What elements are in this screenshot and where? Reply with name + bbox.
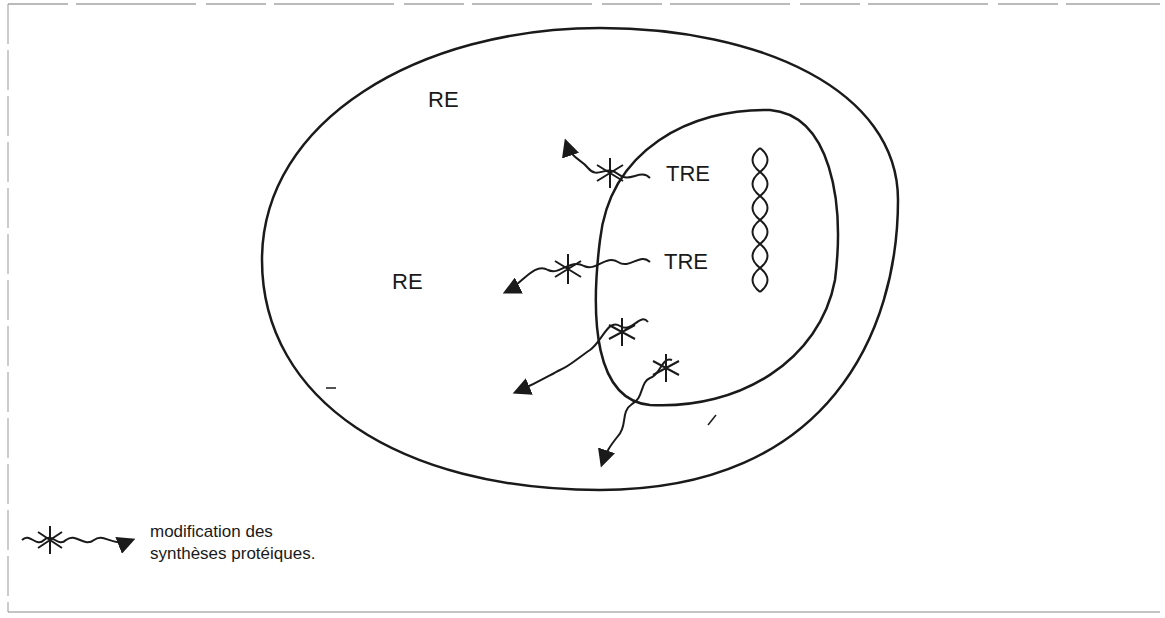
outline-shape: [262, 25, 902, 493]
dna-helix: [753, 148, 768, 292]
legend-text: modification des synthèses protéiques.: [150, 521, 345, 565]
frame-line: [8, 612, 1160, 613]
membrane: [596, 110, 838, 405]
legend-symbol: [22, 526, 132, 554]
outline-shape: [585, 105, 847, 410]
frame-line: [8, 4, 1160, 5]
modification-star: [555, 158, 679, 382]
mark: [326, 387, 336, 389]
membrane: [262, 28, 898, 490]
nucleus-outline: TRE TRE: [585, 105, 847, 410]
frame-line: [8, 4, 9, 612]
receptor-label: TRE: [664, 250, 708, 274]
receptor-label: TRE: [666, 162, 710, 186]
protein-synthesis-arrow: [506, 142, 672, 464]
mark: [708, 415, 716, 425]
cell-outline: RE RE TRE TRE: [262, 25, 902, 493]
region-label: RE: [392, 270, 423, 294]
region-label: RE: [428, 88, 459, 112]
